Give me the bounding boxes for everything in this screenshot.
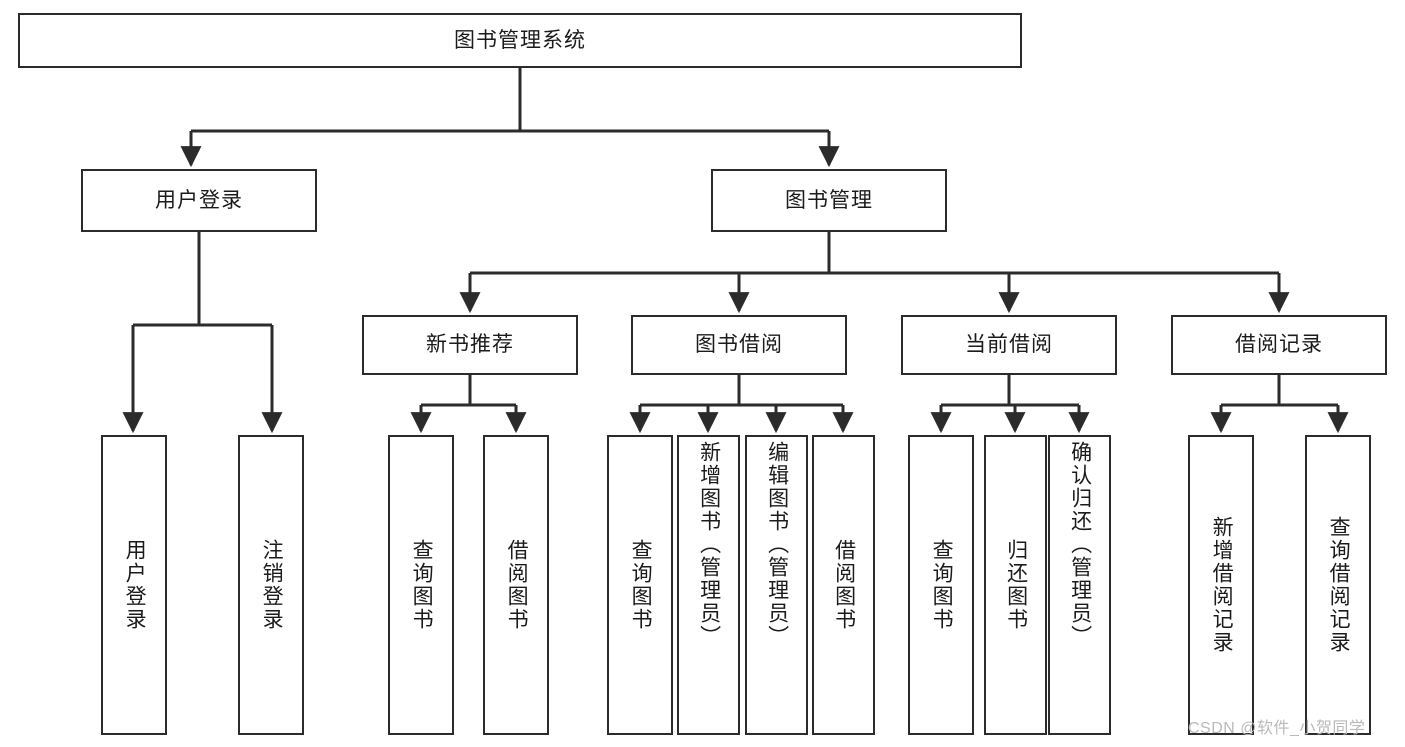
leaf-node-6[interactable]: 新增图书（管理员） [677, 435, 740, 735]
leaf-label: 编辑图书（管理员） [765, 441, 789, 648]
leaf-node-1[interactable]: 用户登录 [101, 435, 167, 735]
leaf-node-9[interactable]: 查询图书 [908, 435, 974, 735]
level3-node-4[interactable]: 借阅记录 [1171, 315, 1387, 375]
level3-node-3[interactable]: 当前借阅 [901, 315, 1117, 375]
leaf-node-13[interactable]: 查询借阅记录 [1305, 435, 1371, 735]
leaf-node-8[interactable]: 借阅图书 [812, 435, 875, 735]
leaf-node-10[interactable]: 归还图书 [984, 435, 1047, 735]
leaf-label: 新增图书（管理员） [697, 441, 721, 648]
level3-node-2[interactable]: 图书借阅 [631, 315, 847, 375]
leaf-node-7[interactable]: 编辑图书（管理员） [745, 435, 808, 735]
leaf-label: 查询图书 [930, 539, 954, 631]
leaf-node-12[interactable]: 新增借阅记录 [1188, 435, 1254, 735]
leaf-node-11[interactable]: 确认归还（管理员） [1048, 435, 1111, 735]
leaf-label: 查询借阅记录 [1327, 516, 1351, 654]
leaf-node-5[interactable]: 查询图书 [607, 435, 673, 735]
level3-node-1[interactable]: 新书推荐 [362, 315, 578, 375]
leaf-label: 确认归还（管理员） [1068, 441, 1092, 648]
root-node-system[interactable]: 图书管理系统 [18, 13, 1022, 68]
leaf-label: 归还图书 [1004, 539, 1028, 631]
leaf-label: 借阅图书 [505, 539, 529, 631]
csdn-watermark: CSDN @软件_小贺同学 [1188, 720, 1366, 737]
leaf-node-4[interactable]: 借阅图书 [483, 435, 549, 735]
leaf-label: 借阅图书 [832, 539, 856, 631]
leaf-label: 用户登录 [123, 539, 147, 631]
leaf-node-3[interactable]: 查询图书 [388, 435, 454, 735]
leaf-label: 注销登录 [260, 539, 284, 631]
level2-node-2[interactable]: 图书管理 [711, 169, 947, 232]
leaf-label: 新增借阅记录 [1210, 516, 1234, 654]
leaf-node-2[interactable]: 注销登录 [238, 435, 304, 735]
leaf-label: 查询图书 [410, 539, 434, 631]
level2-node-1[interactable]: 用户登录 [81, 169, 317, 232]
leaf-label: 查询图书 [629, 539, 653, 631]
